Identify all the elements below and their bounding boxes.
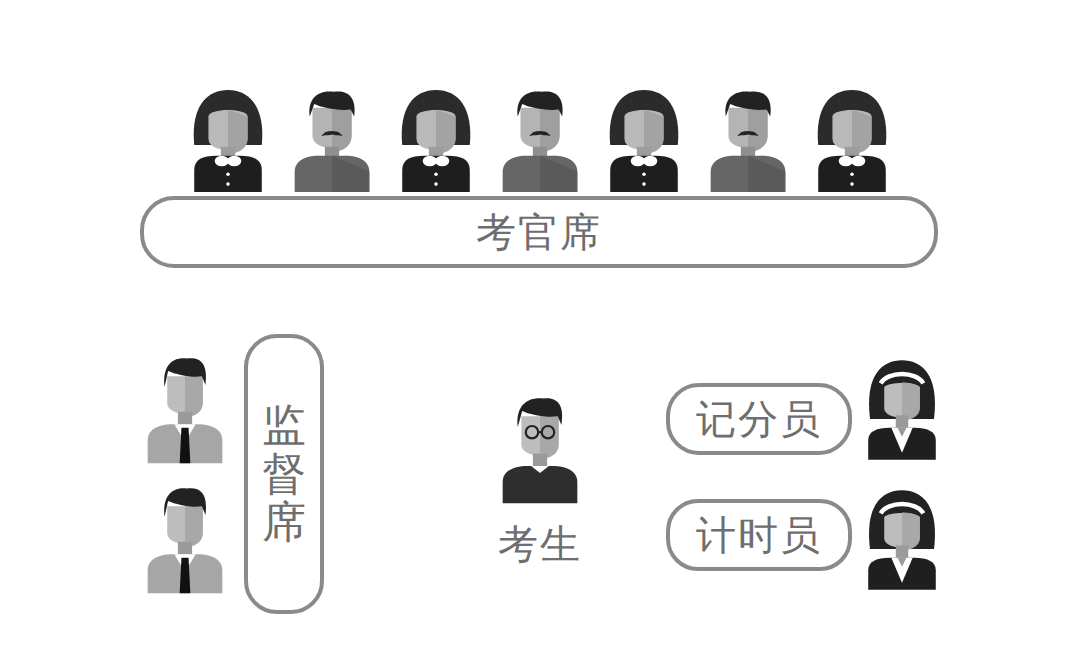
- examiner-figure: [295, 91, 370, 192]
- student-label: 考生: [498, 522, 582, 566]
- node-label: 考官席: [476, 210, 602, 254]
- node-label: 监督席: [262, 401, 306, 546]
- node-label: 记分员: [696, 397, 822, 441]
- examiner-figure: [610, 90, 679, 192]
- supervisor-figure: [148, 488, 223, 593]
- timer-figure: [868, 490, 936, 590]
- examiner-figure: [711, 91, 786, 192]
- timer-tag: 计时员: [666, 499, 852, 571]
- student-figure: [503, 398, 578, 503]
- supervisor-bench: 监督席: [244, 334, 324, 614]
- examiner-figure: [818, 90, 887, 192]
- node-label: 计时员: [696, 513, 822, 557]
- examiner-figure: [402, 90, 471, 192]
- examiner-bench: 考官席: [140, 196, 938, 268]
- examiner-figure: [503, 91, 578, 192]
- scorer-tag: 记分员: [666, 383, 852, 455]
- scorer-figure: [868, 360, 936, 460]
- examiner-figure: [194, 90, 263, 192]
- supervisor-figure: [148, 358, 223, 463]
